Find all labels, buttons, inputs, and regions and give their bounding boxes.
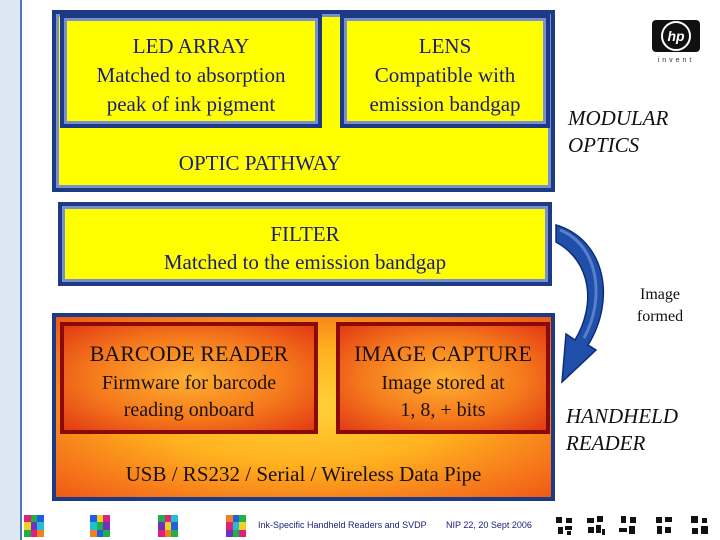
image-formed-label: Image formed <box>628 284 692 328</box>
curved-arrow-icon <box>555 223 605 384</box>
image-capture-box: IMAGE CAPTURE Image stored at 1, 8, + bi… <box>336 322 550 434</box>
left-accent-strip <box>0 0 20 540</box>
led-array-line2: peak of ink pigment <box>106 92 276 116</box>
lens-title: LENS <box>418 34 472 58</box>
footer-qr-5 <box>690 515 710 537</box>
footer-tile-2 <box>90 515 110 537</box>
footer-tile-3 <box>158 515 178 537</box>
image-capture-line1: Image stored at <box>381 372 505 394</box>
handheld-label-line1: HANDHELD <box>566 404 679 428</box>
footer-event: NIP 22, 20 Sept 2006 <box>446 520 532 530</box>
hp-logo-icon: hp <box>652 20 700 52</box>
image-formed-line1: Image <box>640 286 680 303</box>
barcode-reader-line2: reading onboard <box>123 399 255 421</box>
filter-line1: Matched to the emission bandgap <box>163 250 447 274</box>
image-capture-line2: 1, 8, + bits <box>400 399 486 421</box>
barcode-reader-line1: Firmware for barcode <box>101 372 277 394</box>
optic-pathway-label: OPTIC PATHWAY <box>178 151 342 175</box>
footer-qr-1 <box>554 515 574 537</box>
modular-label-line2: OPTICS <box>568 133 640 157</box>
handheld-reader-label: HANDHELD READER <box>566 403 678 457</box>
footer-tile-4 <box>226 515 246 537</box>
hp-tagline: invent <box>657 57 695 64</box>
led-array-box: LED ARRAY Matched to absorption peak of … <box>60 14 322 128</box>
modular-label-line1: MODULAR <box>568 106 669 130</box>
handheld-label-line2: READER <box>566 431 646 455</box>
footer-qr-4 <box>654 515 674 537</box>
image-formed-line2: formed <box>636 308 684 325</box>
hp-logo-text: hp <box>661 21 691 51</box>
footer-qr-3 <box>618 515 638 537</box>
lens-line1: Compatible with <box>374 63 516 87</box>
filter-title: FILTER <box>270 222 340 246</box>
footer-title: Ink-Specific Handheld Readers and SVDP <box>258 520 427 530</box>
barcode-reader-title: BARCODE READER <box>89 341 289 366</box>
led-array-line1: Matched to absorption <box>96 63 286 87</box>
image-capture-title: IMAGE CAPTURE <box>354 341 532 366</box>
barcode-reader-box: BARCODE READER Firmware for barcode read… <box>60 322 318 434</box>
lens-box: LENS Compatible with emission bandgap <box>340 14 550 128</box>
modular-optics-label: MODULAR OPTICS <box>568 105 668 159</box>
data-pipe-label: USB / RS232 / Serial / Wireless Data Pip… <box>125 462 482 486</box>
footer-tile-1 <box>24 515 44 537</box>
filter-box: FILTER Matched to the emission bandgap <box>58 202 552 286</box>
lens-line2: emission bandgap <box>369 92 521 116</box>
footer-qr-2 <box>586 515 606 537</box>
left-accent-line <box>20 0 22 540</box>
led-array-title: LED ARRAY <box>132 34 250 58</box>
